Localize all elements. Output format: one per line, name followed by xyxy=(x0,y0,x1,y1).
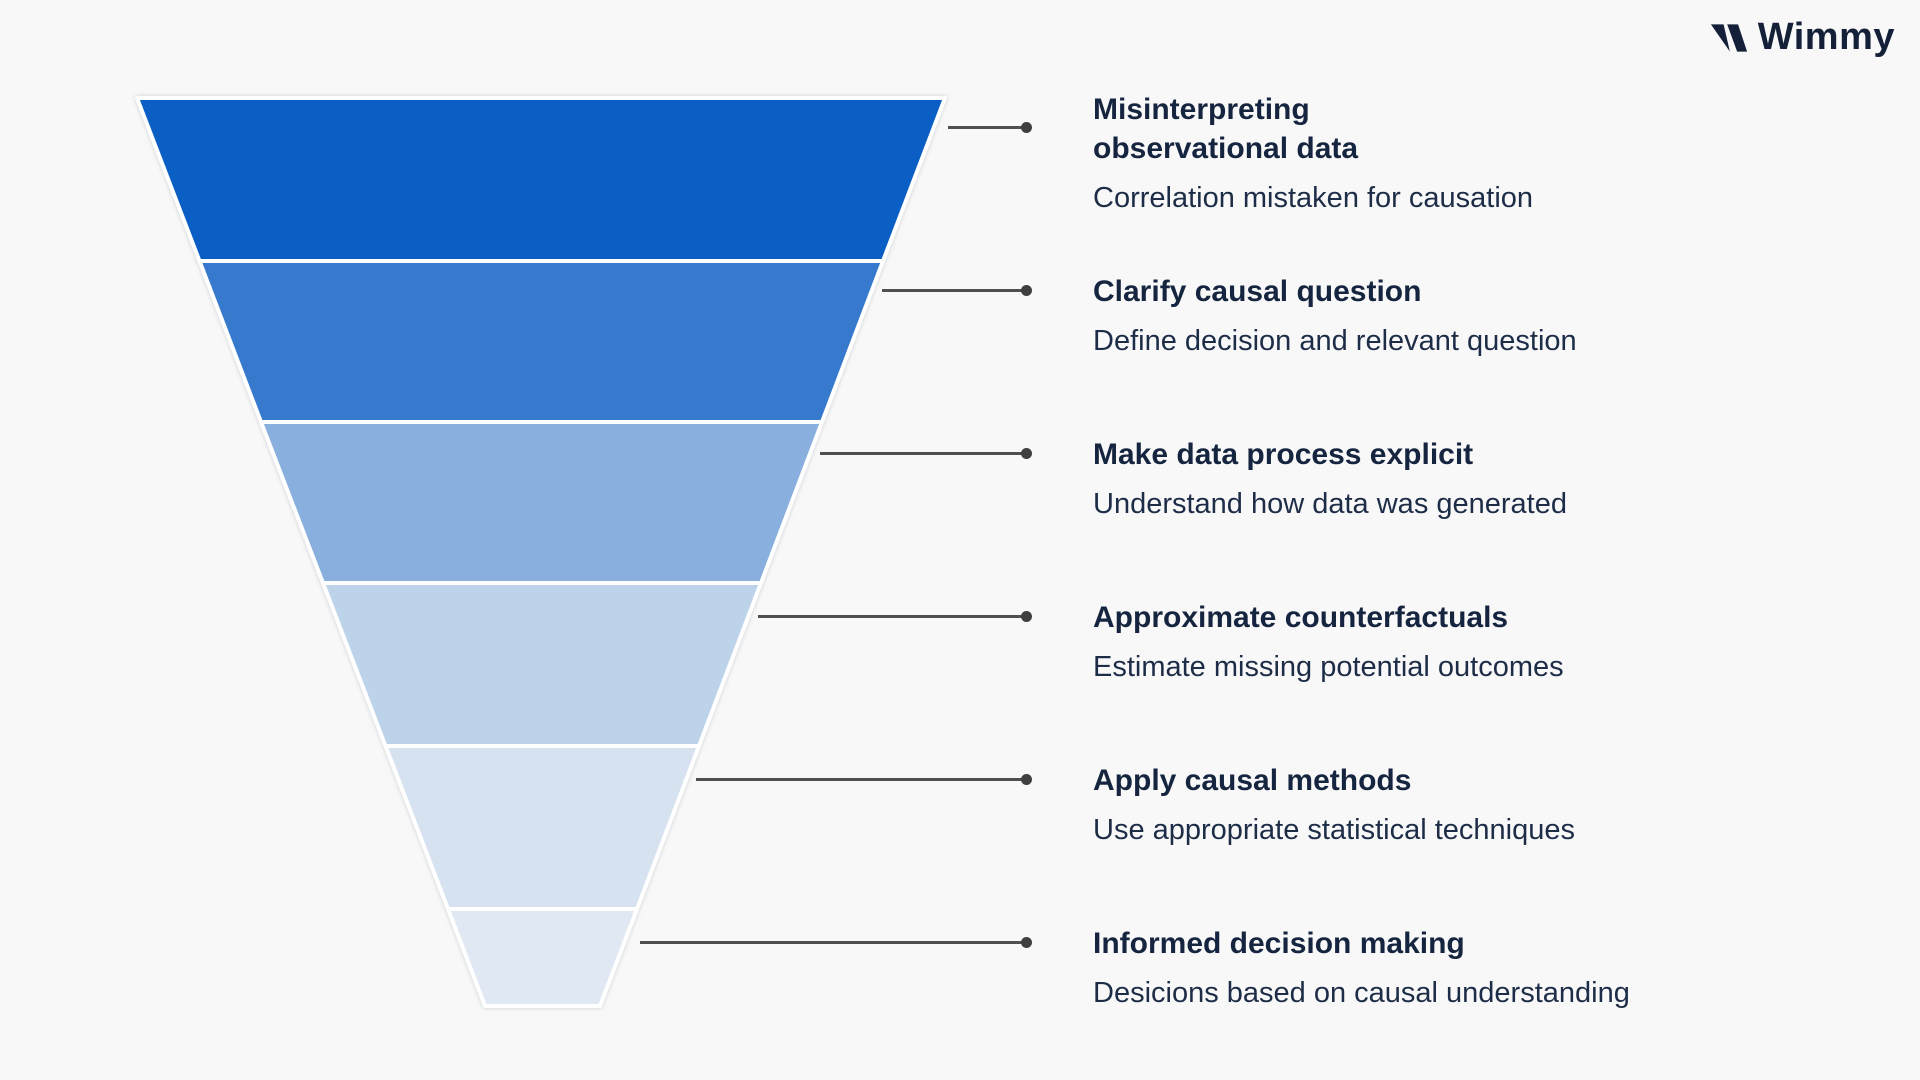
stage-title-6: Informed decision making xyxy=(1093,927,1465,960)
connector-dot-4 xyxy=(1021,610,1032,622)
connector-dot-6 xyxy=(1021,936,1032,948)
funnel-stage-1-shape xyxy=(135,96,947,263)
stage-title-2: Clarify causal question xyxy=(1093,275,1422,308)
connector-dot-5 xyxy=(1021,773,1032,785)
stage-label-6: Informed decision making Desicions based… xyxy=(1093,924,1630,1010)
connector-line-2 xyxy=(882,288,1022,292)
stage-subtitle-1: Correlation mistaken for causation xyxy=(1093,182,1534,214)
connector-dot-2 xyxy=(1021,284,1032,296)
stage-label-3: Make data process explicit Understand ho… xyxy=(1093,435,1567,521)
stage-title-5: Apply causal methods xyxy=(1093,764,1412,797)
wimmy-logo: Wimmy xyxy=(1710,16,1895,59)
stage-subtitle-2: Define decision and relevant question xyxy=(1093,325,1577,357)
wimmy-w-icon xyxy=(1710,23,1747,52)
connector-dot-1 xyxy=(1021,121,1032,133)
stage-title-1: Misinterpreting observational data xyxy=(1093,93,1359,165)
stage-subtitle-4: Estimate missing potential outcomes xyxy=(1093,651,1564,683)
wimmy-logo-text: Wimmy xyxy=(1757,16,1895,58)
stage-label-4: Approximate counterfactuals Estimate mis… xyxy=(1093,598,1564,684)
connector-line-3 xyxy=(820,451,1022,455)
connector-line-5 xyxy=(696,777,1022,781)
stage-title-4: Approximate counterfactuals xyxy=(1093,601,1509,634)
stage-label-5: Apply causal methods Use appropriate sta… xyxy=(1093,761,1575,847)
funnel-stage-6-shape xyxy=(446,907,639,1008)
connector-line-6 xyxy=(640,940,1022,944)
stage-subtitle-3: Understand how data was generated xyxy=(1093,488,1567,520)
stage-label-1: Misinterpreting observational data Corre… xyxy=(1093,90,1533,215)
funnel-stage-3-shape xyxy=(259,420,824,585)
connector-dot-3 xyxy=(1021,447,1032,459)
connector-line-4 xyxy=(758,614,1022,618)
stage-label-2: Clarify causal question Define decision … xyxy=(1093,272,1577,358)
funnel-stage-5-shape xyxy=(383,744,701,911)
funnel-stage-2-shape xyxy=(197,259,885,424)
stage-subtitle-6: Desicions based on causal understanding xyxy=(1093,977,1630,1009)
connector-line-1 xyxy=(948,125,1022,129)
funnel-stage-4-shape xyxy=(321,581,763,748)
stage-subtitle-5: Use appropriate statistical techniques xyxy=(1093,814,1575,846)
stage-title-3: Make data process explicit xyxy=(1093,438,1474,471)
